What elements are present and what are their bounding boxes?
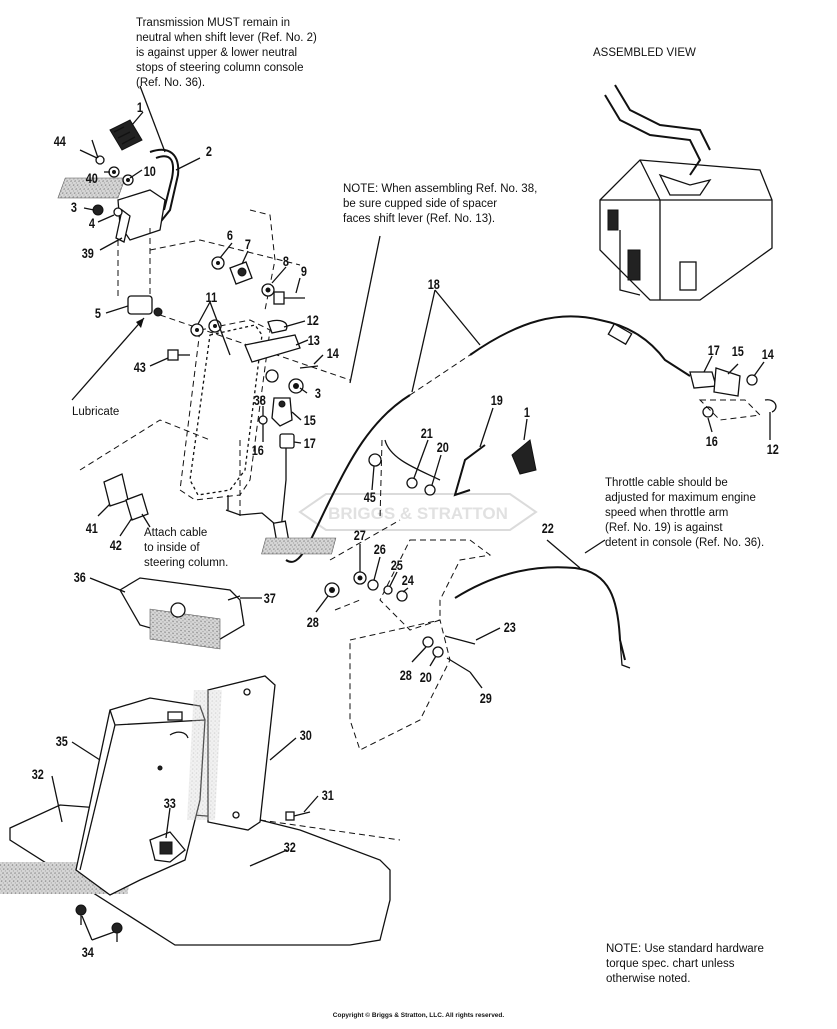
callout-28b: 28	[400, 668, 412, 684]
callout-15: 15	[304, 413, 316, 429]
callout-15b: 15	[732, 344, 744, 360]
assembled-view-title: ASSEMBLED VIEW	[593, 47, 696, 59]
throttle-cable	[454, 566, 631, 669]
pivot-hardware	[211, 256, 305, 305]
callout-21: 21	[421, 426, 433, 442]
callout-10: 10	[144, 164, 156, 180]
callout-43: 43	[134, 360, 146, 376]
callout-13: 13	[308, 333, 320, 349]
callout-34: 34	[82, 945, 94, 961]
lubricate-label: Lubricate	[72, 406, 120, 418]
leader-lines	[51, 85, 771, 941]
callout-22: 22	[542, 521, 554, 537]
callout-33: 33	[164, 796, 176, 812]
steering-console	[119, 577, 245, 650]
callout-6: 6	[227, 228, 233, 244]
shift-cable	[285, 315, 777, 563]
svg-text:BRIGGS & STRATTON: BRIGGS & STRATTON	[328, 504, 508, 523]
callout-numbers: 1 44 2 40 10 3 4 39 6 7 8 9 5 11 12 13 1…	[32, 100, 779, 961]
callout-5: 5	[95, 306, 101, 322]
throttle-adjustment-note: Throttle cable should be adjusted for ma…	[605, 477, 765, 549]
callout-26: 26	[374, 542, 386, 558]
callout-17: 17	[304, 436, 316, 452]
callout-2: 2	[206, 144, 212, 160]
callout-20b: 20	[420, 670, 432, 686]
callout-3b: 3	[315, 386, 321, 402]
callout-40: 40	[86, 171, 98, 187]
callout-12b: 12	[767, 442, 779, 458]
hardware-torque-note: NOTE: Use standard hardware torque spec.…	[606, 943, 764, 985]
callout-3: 3	[71, 200, 77, 216]
callout-27: 27	[354, 528, 366, 544]
callout-7: 7	[245, 237, 251, 253]
callout-45: 45	[364, 490, 376, 506]
callout-14: 14	[327, 346, 339, 362]
callout-1: 1	[137, 100, 143, 116]
callout-37: 37	[264, 591, 276, 607]
callout-4: 4	[89, 216, 95, 232]
callout-35: 35	[56, 734, 68, 750]
watermark-logo: BRIGGS & STRATTON	[298, 493, 538, 531]
callout-36: 36	[74, 570, 86, 586]
transmission-neutral-note: Transmission MUST remain in neutral when…	[136, 17, 317, 89]
lubricate-arrow-head	[136, 318, 144, 328]
callout-11: 11	[206, 290, 218, 306]
callout-39: 39	[82, 246, 94, 262]
callout-16b: 16	[706, 434, 718, 450]
throttle-arm-assembly	[261, 439, 537, 751]
callout-18: 18	[428, 277, 440, 293]
callout-41: 41	[86, 521, 98, 537]
callout-30: 30	[300, 728, 312, 744]
callout-24: 24	[402, 573, 414, 589]
callout-14b: 14	[762, 347, 774, 363]
callout-32: 32	[32, 767, 44, 783]
callout-20: 20	[437, 440, 449, 456]
callout-31: 31	[322, 788, 334, 804]
callout-17b: 17	[708, 343, 720, 359]
copyright-footer: Copyright © Briggs & Stratton, LLC. All …	[332, 1012, 505, 1019]
callout-42: 42	[110, 538, 122, 554]
shift-lever-assembly	[57, 119, 351, 381]
small-brackets	[79, 419, 211, 521]
callout-29: 29	[480, 691, 492, 707]
assembled-view-illustration	[599, 84, 773, 301]
callout-28: 28	[307, 615, 319, 631]
callout-38: 38	[254, 393, 266, 409]
attach-cable-note: Attach cable to inside of steering colum…	[144, 527, 229, 569]
callout-12: 12	[307, 313, 319, 329]
callout-23: 23	[504, 620, 516, 636]
callout-16: 16	[252, 443, 264, 459]
callout-1b: 1	[524, 405, 530, 421]
spacer-assembly-note: NOTE: When assembling Ref. No. 38, be su…	[343, 183, 538, 225]
callout-9: 9	[301, 264, 307, 280]
callout-8: 8	[283, 254, 289, 270]
shift-cable-end	[225, 397, 295, 554]
callout-44: 44	[54, 134, 66, 150]
steering-column-and-floor	[0, 675, 401, 946]
callout-19: 19	[491, 393, 503, 409]
console-mounting-plate	[167, 319, 319, 501]
callout-32b: 32	[284, 840, 296, 856]
callout-25: 25	[391, 558, 403, 574]
